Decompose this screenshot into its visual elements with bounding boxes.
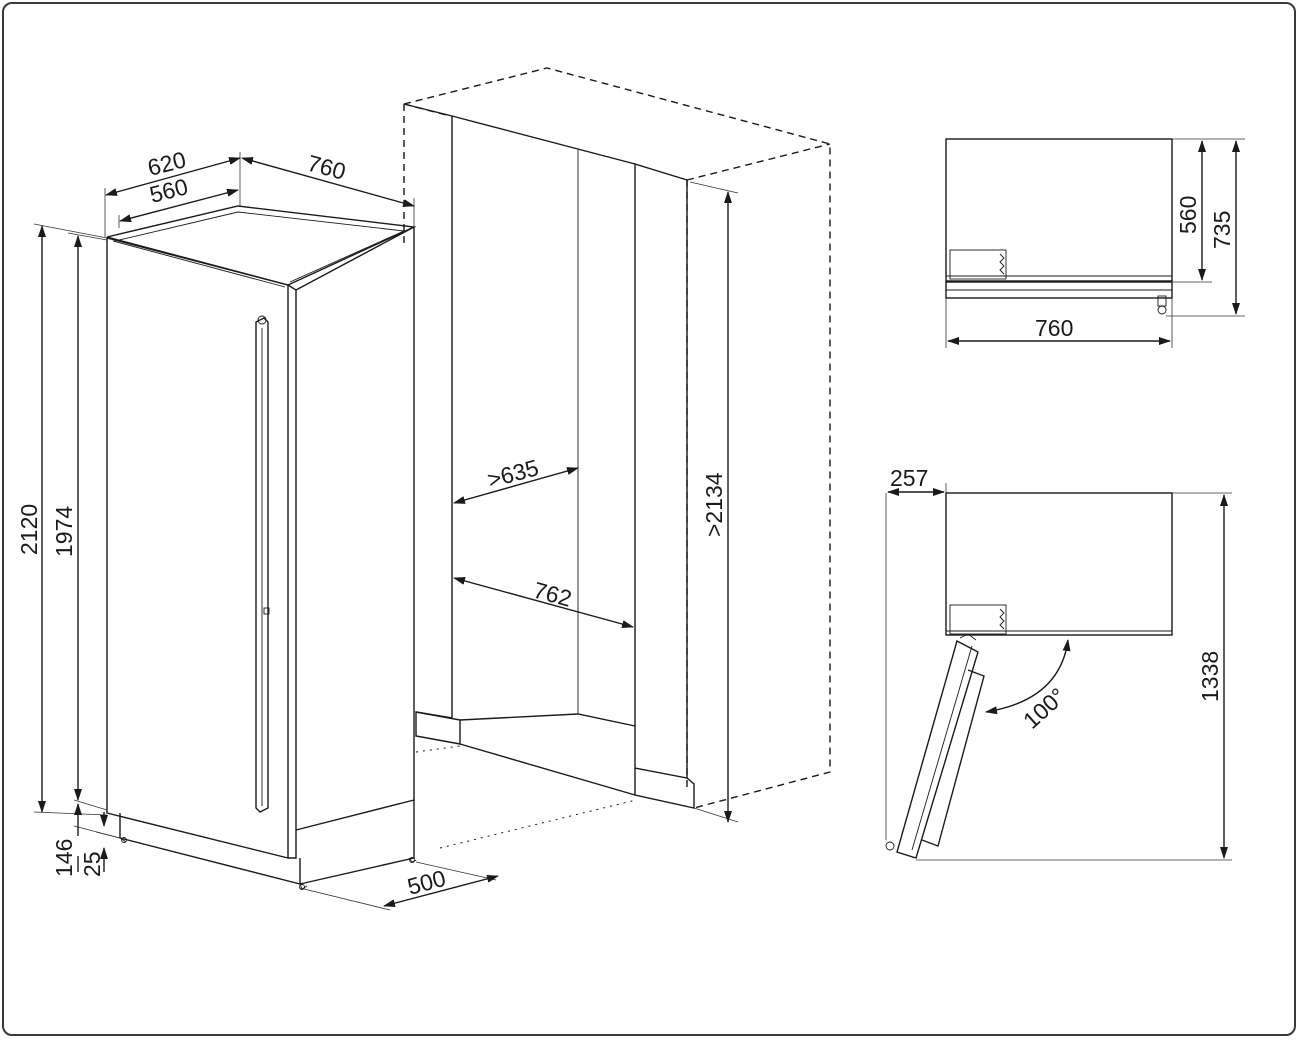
niche-dimensions [453,181,739,823]
label-top-width: 760 [1035,315,1073,341]
label-top-depth-body: 560 [1175,196,1201,234]
label-open-depth: 1338 [1197,651,1223,702]
appliance-drawing [106,205,417,890]
label-opening-angle: 100° [1018,683,1071,734]
label-niche-min-height: >2134 [701,472,727,537]
niche-drawing [403,67,831,849]
appliance-dimensions [33,152,499,911]
label-niche-depth: 762 [531,577,575,612]
label-foot-height: 25 [79,851,105,877]
label-top-depth-total: 735 [1209,211,1235,249]
label-height-total: 2120 [16,504,42,555]
top-view-drawing [945,138,1173,315]
top-view-dimensions [945,138,1245,348]
label-plinth-depth: 500 [405,865,449,900]
door-view-dimensions [885,483,1232,861]
dimension-labels: 620 560 760 2120 1974 146 25 500 >635 76… [16,146,1235,899]
label-side-clearance: 257 [890,465,928,491]
label-height-body: 1974 [51,506,77,557]
label-plinth-height: 146 [51,839,77,877]
label-depth: 760 [305,150,349,185]
door-view-drawing [885,492,1173,859]
